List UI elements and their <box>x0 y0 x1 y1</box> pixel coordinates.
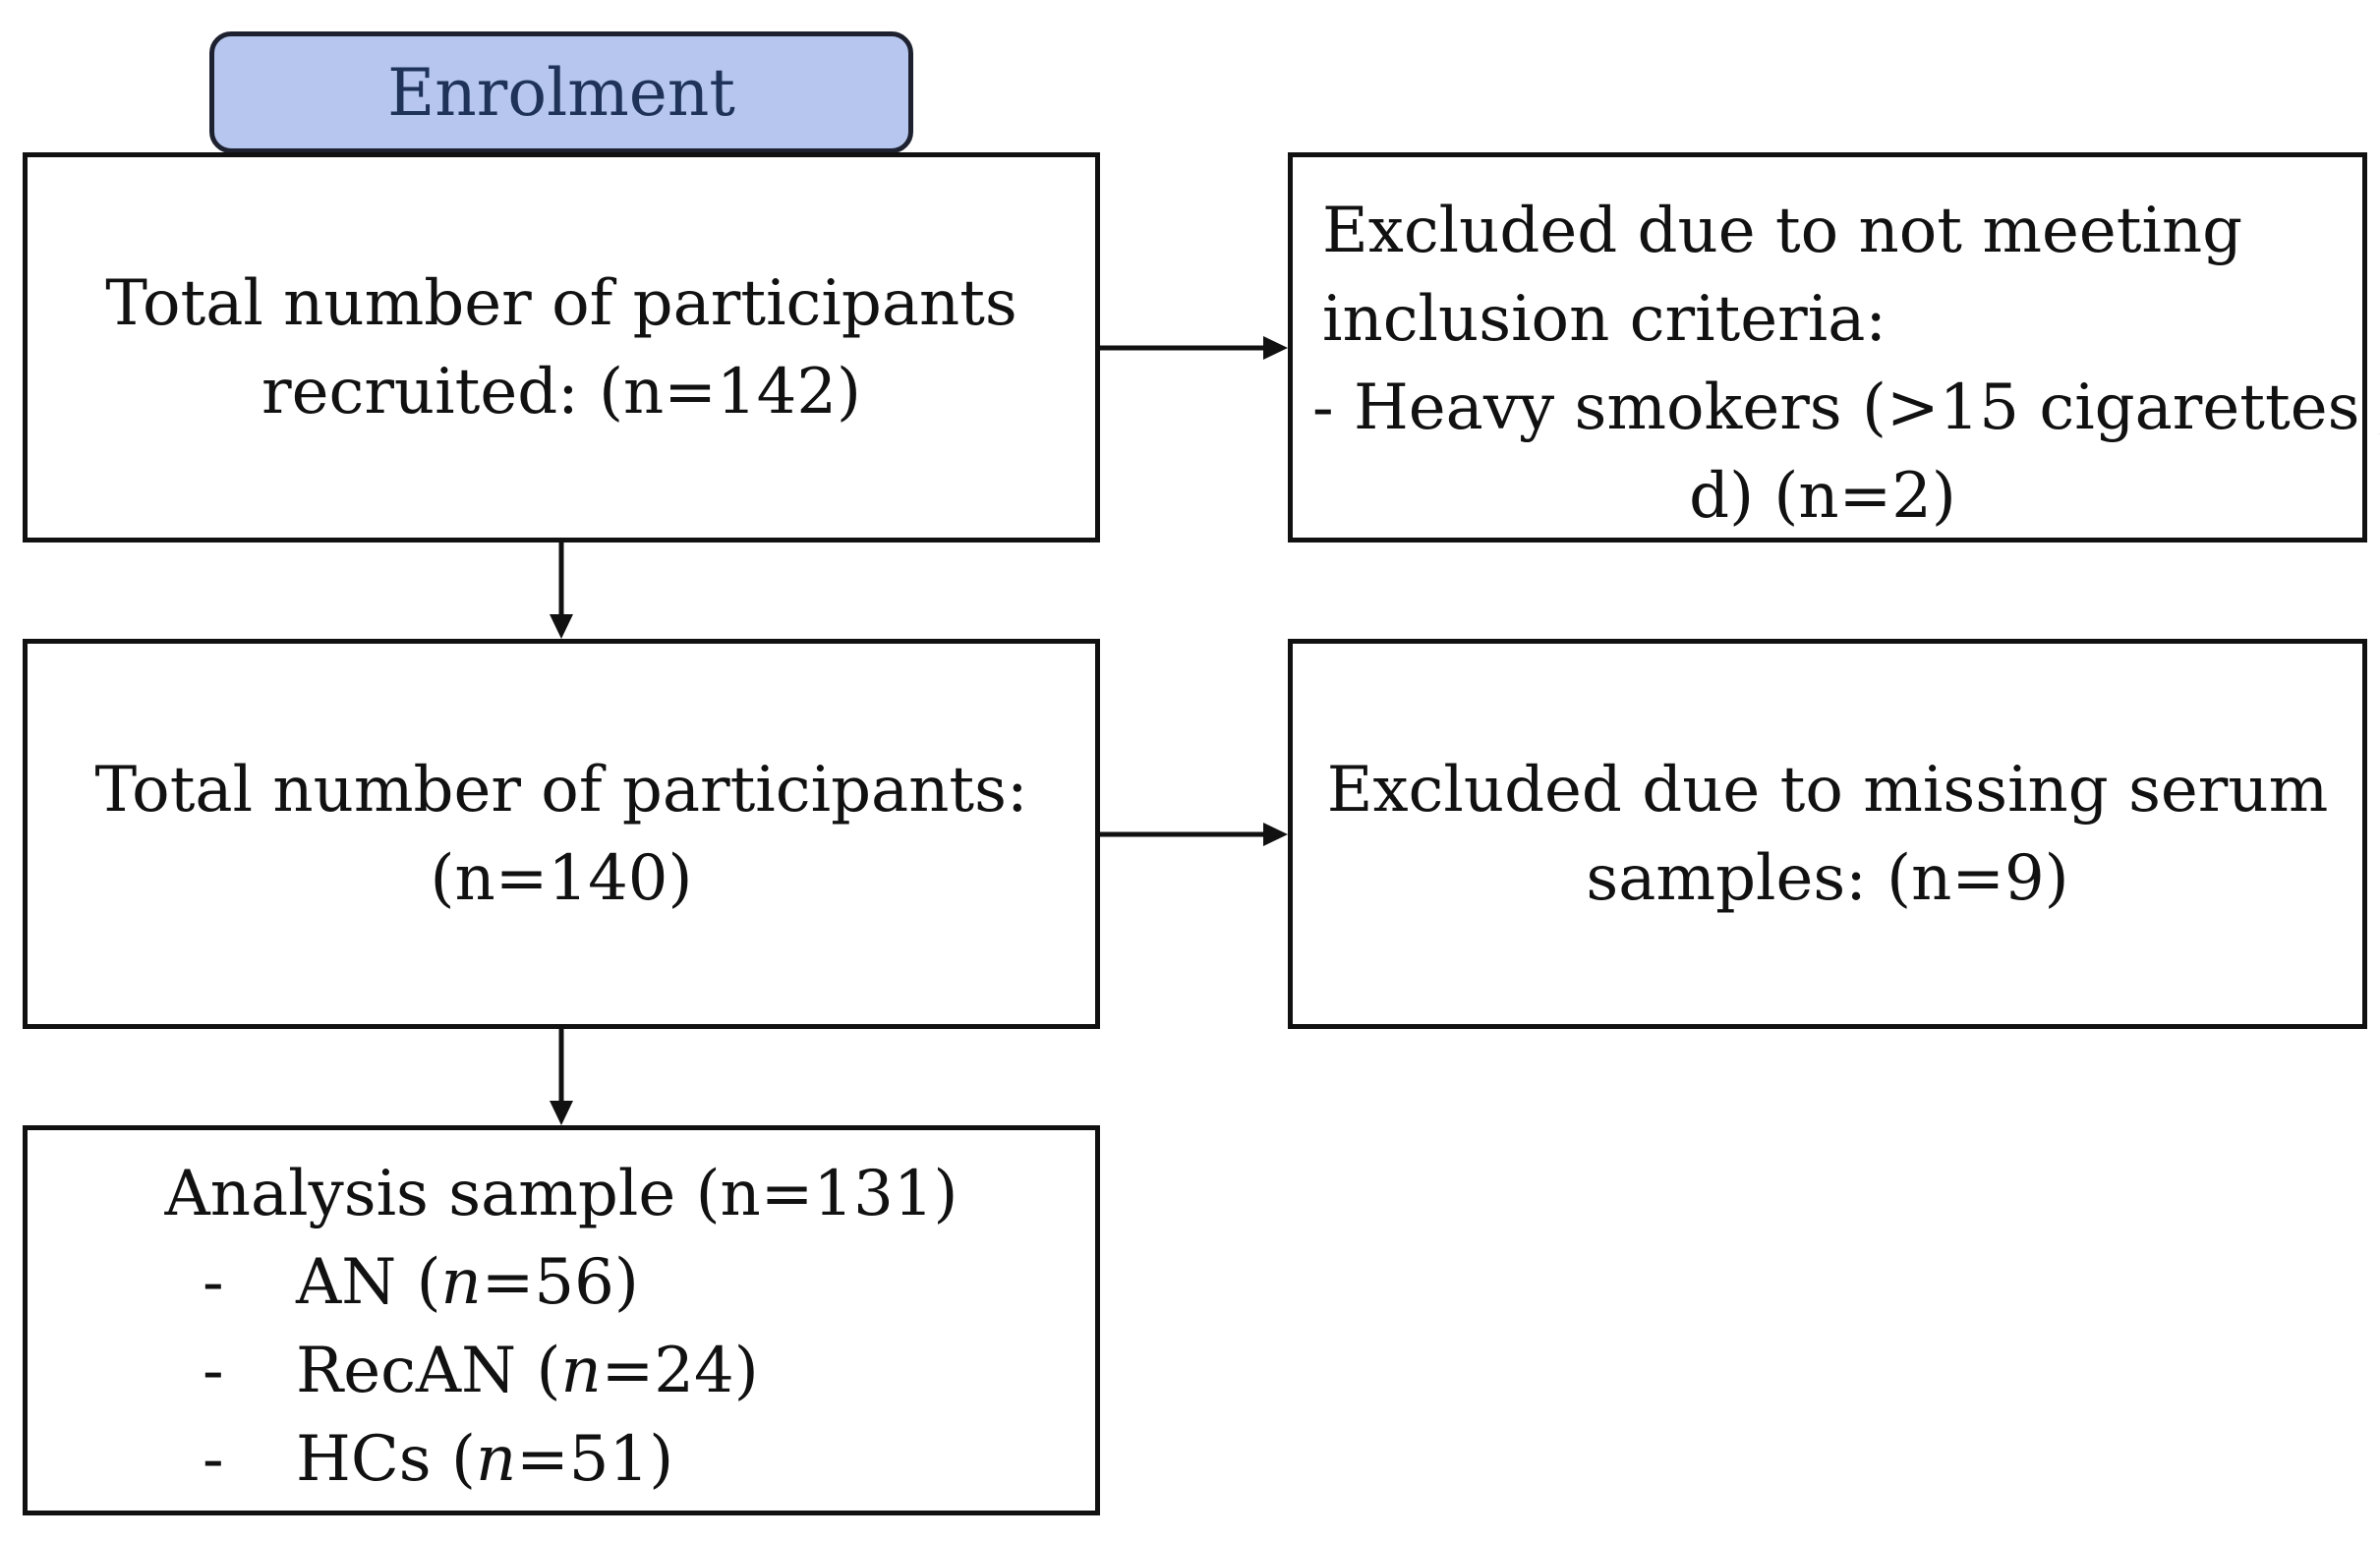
excluded-criteria-item-2: d) (n=2) <box>1689 460 1956 533</box>
analysis-sample-box: Analysis sample (n=131) - AN (n=56) - Re… <box>23 1125 1100 1515</box>
group-n-symbol: n <box>440 1246 482 1319</box>
enrolment-label: Enrolment <box>209 31 913 153</box>
list-item-hcs: - HCs (n=51) <box>28 1415 1095 1504</box>
excluded-criteria-item-1: - Heavy smokers (>15 cigarettes / <box>1312 371 2380 444</box>
total-line-1: Total number of participants: <box>94 753 1028 827</box>
analysis-title: Analysis sample (n=131) <box>164 1158 958 1230</box>
excluded-criteria-line-2: inclusion criteria: <box>1322 283 1887 356</box>
arrow-right-2 <box>1100 823 1288 846</box>
excluded-serum-line-1: Excluded due to missing serum <box>1326 753 2329 827</box>
arrow-right-1 <box>1100 336 1288 360</box>
group-name: AN ( <box>296 1246 441 1319</box>
arrow-down-2 <box>550 1029 573 1125</box>
recruited-line-1: Total number of participants <box>105 266 1017 340</box>
group-name: HCs ( <box>296 1423 476 1496</box>
group-name: RecAN ( <box>296 1335 561 1407</box>
excluded-criteria-line-1: Excluded due to not meeting <box>1322 195 2243 267</box>
group-count: =24) <box>601 1335 759 1407</box>
excluded-criteria-box: Excluded due to not meeting inclusion cr… <box>1288 152 2380 542</box>
group-n-symbol: n <box>475 1423 517 1496</box>
group-label: AN (n=56) <box>296 1238 639 1327</box>
recruited-line-2: recruited: (n=142) <box>261 355 861 428</box>
total-participants-box: Total number of participants: (n=140) <box>23 639 1100 1029</box>
group-count: =51) <box>516 1423 674 1496</box>
recruited-box: Total number of participants recruited: … <box>23 152 1100 542</box>
group-n-symbol: n <box>560 1335 602 1407</box>
group-label: RecAN (n=24) <box>296 1327 759 1415</box>
list-dash: - <box>203 1423 224 1496</box>
list-dash: - <box>203 1246 224 1319</box>
excluded-serum-box: Excluded due to missing serum samples: (… <box>1288 639 2367 1029</box>
list-item-recan: - RecAN (n=24) <box>28 1327 1095 1415</box>
group-label: HCs (n=51) <box>296 1415 673 1504</box>
excluded-serum-line-2: samples: (n=9) <box>1586 841 2069 915</box>
group-count: =56) <box>481 1246 639 1319</box>
enrolment-text: Enrolment <box>387 54 735 131</box>
list-item-an: - AN (n=56) <box>28 1238 1095 1327</box>
arrow-down-1 <box>550 542 573 639</box>
total-line-2: (n=140) <box>430 841 693 915</box>
list-dash: - <box>203 1335 224 1407</box>
